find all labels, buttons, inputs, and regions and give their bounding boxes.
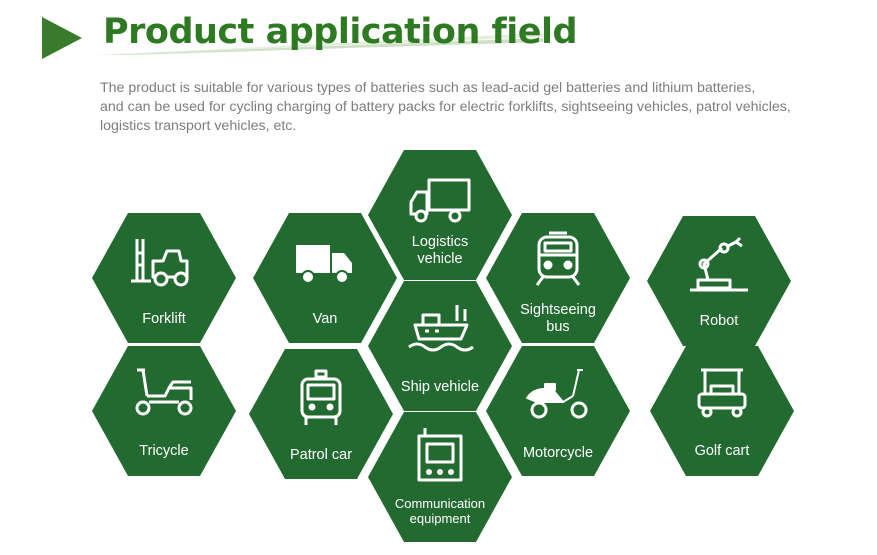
application-label: Logistics vehicle — [368, 234, 512, 268]
patrol-car-icon — [286, 369, 356, 427]
application-label: Tricycle — [139, 443, 189, 459]
motorcycle-icon — [523, 366, 593, 424]
application-label: Motorcycle — [522, 445, 594, 461]
description: The product is suitable for various type… — [100, 79, 870, 136]
forklift-icon — [129, 233, 199, 291]
label-line: Communication — [394, 496, 486, 511]
application-van: Van — [253, 213, 397, 343]
application-sightseeing-bus: Sightseeing bus — [486, 213, 630, 343]
application-ship-vehicle: Ship vehicle — [368, 281, 512, 411]
description-line: The product is suitable for various type… — [100, 80, 756, 96]
application-patrol-car: Patrol car — [249, 349, 393, 479]
label-line: Logistics — [411, 234, 469, 250]
golf-cart-icon — [687, 366, 757, 424]
label-line: vehicle — [417, 251, 463, 267]
application-label: Golf cart — [694, 443, 750, 459]
application-tricycle: Tricycle — [92, 346, 236, 476]
application-forklift: Forklift — [92, 213, 236, 343]
application-label: Forklift — [142, 311, 186, 327]
communication-device-icon — [405, 426, 475, 484]
application-golf-cart: Golf cart — [650, 346, 794, 476]
van-truck-icon — [290, 233, 360, 291]
application-label: Communication equipment — [368, 496, 512, 526]
robot-arm-icon — [684, 236, 754, 294]
application-label: Robot — [699, 313, 739, 329]
label-line: equipment — [409, 511, 471, 526]
title-underline-stripe — [98, 33, 543, 55]
title-arrow-icon — [42, 17, 82, 59]
label-line: bus — [546, 319, 570, 335]
ship-icon — [405, 301, 475, 359]
application-logistics-vehicle: Logistics vehicle — [368, 150, 512, 280]
page-title: Product application field — [103, 12, 578, 52]
application-communication-equipment: Communication equipment — [368, 412, 512, 542]
application-motorcycle: Motorcycle — [486, 346, 630, 476]
application-label: Ship vehicle — [400, 379, 480, 395]
description-line: and can be used for cycling charging of … — [100, 99, 791, 115]
application-label: Sightseeing bus — [486, 302, 630, 336]
logistics-truck-icon — [405, 172, 475, 230]
sightseeing-bus-icon — [523, 229, 593, 287]
application-label: Patrol car — [289, 447, 353, 463]
description-line: logistics transport vehicles, etc. — [100, 118, 297, 134]
application-robot: Robot — [647, 216, 791, 346]
application-label: Van — [312, 311, 338, 327]
label-line: Sightseeing — [520, 302, 596, 318]
tricycle-icon — [129, 366, 199, 424]
